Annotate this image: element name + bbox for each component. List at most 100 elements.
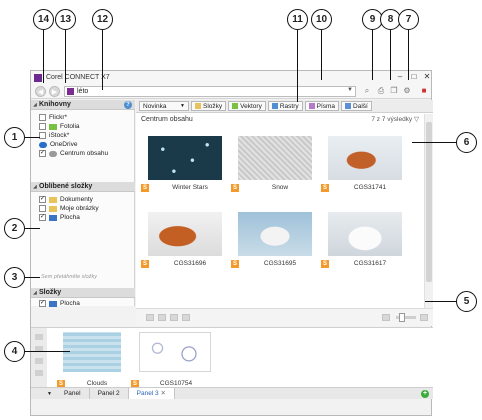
result-item[interactable]: S Snow <box>231 136 319 198</box>
add-panel-button[interactable]: + <box>421 390 429 398</box>
checkbox-checked[interactable]: ✓ <box>39 196 46 203</box>
leader-14 <box>43 30 44 83</box>
library-label: Fotolia <box>60 123 80 130</box>
leader-1 <box>25 137 40 138</box>
result-item[interactable]: S Winter Stars <box>141 136 229 198</box>
result-item[interactable]: S CGS31696 <box>141 212 229 274</box>
account-icon[interactable]: ■ <box>421 86 427 95</box>
tray-tool-button[interactable] <box>35 358 43 364</box>
filter-vectors-button[interactable]: Vektory <box>228 101 266 111</box>
checkbox-checked[interactable]: ✓ <box>39 214 46 221</box>
footer-action-button[interactable] <box>170 314 178 321</box>
print-icon[interactable]: ⎙ <box>377 86 385 95</box>
close-button[interactable]: ✕ <box>423 72 431 81</box>
checkbox[interactable] <box>39 132 46 139</box>
footer-action-button[interactable] <box>146 314 154 321</box>
tab-panel-3[interactable]: Panel 3 ✕ <box>128 388 175 399</box>
back-button[interactable]: ◀ <box>35 86 46 97</box>
minimize-button[interactable]: – <box>397 72 403 81</box>
filter-label: Písma <box>316 102 336 110</box>
collapse-icon: ◢ <box>33 184 37 190</box>
tray-tool-button[interactable] <box>35 346 43 352</box>
tab-panel-2[interactable]: Panel 2 <box>90 388 129 399</box>
tray-item[interactable]: S CGS10754 <box>131 332 211 394</box>
chevron-down-icon: ▼ <box>180 103 185 109</box>
item-name: CGS31696 <box>173 260 207 267</box>
library-item-flickr[interactable]: Flickr* <box>39 113 67 122</box>
favorite-item-documents[interactable]: ✓ Dokumenty <box>39 195 93 204</box>
footer-action-button[interactable] <box>182 314 190 321</box>
chevron-down-icon[interactable]: ▼ <box>347 87 353 93</box>
view-mode-button[interactable] <box>382 314 390 321</box>
app-logo-icon <box>34 73 42 82</box>
maximize-button[interactable]: □ <box>411 72 417 81</box>
footer-action-button[interactable] <box>158 314 166 321</box>
favorites-header[interactable]: ◢ Oblíbené složky <box>31 182 135 192</box>
filter-rasters-button[interactable]: Rastry <box>267 101 303 111</box>
help-icon[interactable]: ? <box>124 101 132 109</box>
search-field[interactable]: léto ▼ <box>64 86 356 97</box>
checkbox[interactable] <box>39 123 46 130</box>
folder-icon <box>49 205 57 212</box>
desktop-icon <box>49 300 57 307</box>
forward-button[interactable]: ▶ <box>49 86 60 97</box>
tray-item[interactable]: S Clouds <box>57 332 127 394</box>
folder-icon <box>49 196 57 203</box>
tray-tool-button[interactable] <box>35 370 43 376</box>
leader-7 <box>408 30 409 80</box>
library-item-onedrive[interactable]: OneDrive <box>39 140 77 149</box>
item-name: Clouds <box>86 380 108 387</box>
copy-icon[interactable]: ❐ <box>390 86 398 95</box>
leader-11 <box>297 30 298 102</box>
item-name: Snow <box>271 184 289 191</box>
tray-toolbar <box>31 328 47 388</box>
results-count: 7 z 7 výsledky ▽ <box>371 116 419 123</box>
source-badge: S <box>57 380 65 388</box>
filter-label: Složky <box>203 102 223 110</box>
callout-1: 1 <box>4 127 25 148</box>
red-fox-thumbnail <box>148 212 222 256</box>
result-item[interactable]: S CGS31617 <box>321 212 409 274</box>
library-item-fotolia[interactable]: Fotolia <box>39 122 80 131</box>
leader-12 <box>102 30 103 90</box>
favorite-item-desktop[interactable]: ✓ Plocha <box>39 213 80 222</box>
folders-header[interactable]: ◢ Složky <box>31 288 135 298</box>
result-item[interactable]: S CGS31695 <box>231 212 319 274</box>
checkbox-checked[interactable]: ✓ <box>39 300 46 307</box>
address-bar: ◀ ▶ léto ▼ ⌕ ⎙ ❐ ⚙ ■ <box>31 84 431 99</box>
settings-icon[interactable]: ⚙ <box>403 86 411 95</box>
search-icon[interactable]: ⌕ <box>364 86 370 95</box>
tab-panel-1[interactable]: Panel <box>56 388 90 399</box>
snow-thumbnail <box>238 136 312 180</box>
content-center-icon <box>49 150 57 157</box>
corel-connect-window: Corel CONNECT X7 – □ ✕ ◀ ▶ léto ▼ ⌕ ⎙ ❐ … <box>30 70 433 416</box>
chevron-down-icon[interactable]: ▼ <box>47 390 52 397</box>
slider-handle[interactable] <box>399 313 405 322</box>
library-item-istock[interactable]: iStock* <box>39 131 69 140</box>
checkbox[interactable] <box>39 114 46 121</box>
callout-13: 13 <box>55 9 76 30</box>
large-view-button[interactable] <box>420 314 428 321</box>
fotolia-icon <box>49 123 57 130</box>
scroll-thumb[interactable] <box>426 122 432 282</box>
favorite-item-my-pictures[interactable]: Moje obrázky <box>39 204 99 213</box>
leader-10 <box>321 30 322 80</box>
close-tab-icon[interactable]: ✕ <box>160 390 166 397</box>
leader-5 <box>425 301 456 302</box>
checkbox-checked[interactable]: ✓ <box>39 150 46 157</box>
result-item[interactable]: S CGS31741 <box>321 136 409 198</box>
folder-item-desktop[interactable]: ✓ Plocha <box>39 299 80 308</box>
folders-title: Složky <box>39 289 62 296</box>
libraries-header[interactable]: ◢ Knihovny ? <box>31 100 135 110</box>
thumbnail-size-slider[interactable] <box>396 316 416 319</box>
filter-fonts-button[interactable]: Písma <box>304 101 340 111</box>
sort-dropdown[interactable]: Novinka ▼ <box>139 101 189 111</box>
tray-tool-button[interactable] <box>35 334 43 340</box>
checkbox[interactable] <box>39 205 46 212</box>
source-badge: S <box>231 260 239 268</box>
vertical-scrollbar[interactable] <box>424 114 433 308</box>
onedrive-icon <box>39 141 47 148</box>
filter-folders-button[interactable]: Složky <box>191 101 227 111</box>
library-item-content-center[interactable]: ✓ Centrum obsahu <box>39 149 108 158</box>
filter-more-button[interactable]: Další <box>341 101 372 111</box>
